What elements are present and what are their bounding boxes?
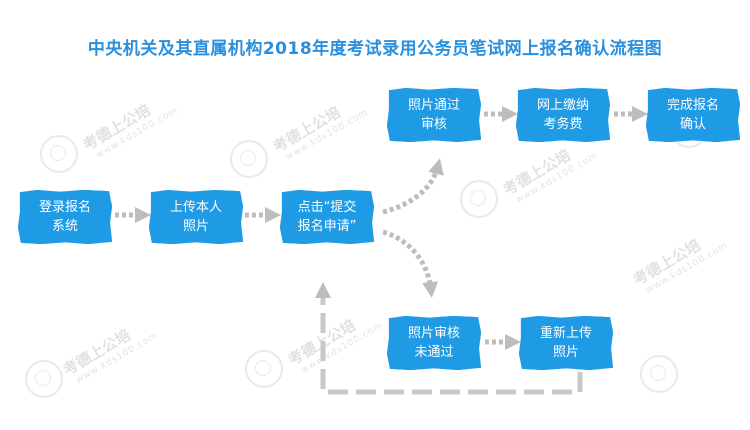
watermark-seal-icon: [25, 360, 63, 398]
node-login-label: 登录报名 系统: [38, 200, 91, 234]
watermark-seal-icon: [460, 180, 498, 218]
node-pay: 网上缴纳 考务费: [516, 88, 610, 142]
node-complete-label: 完成报名 确认: [666, 98, 719, 132]
node-upload-label: 上传本人 照片: [169, 200, 222, 234]
arrow-reupload-loop-back: [314, 281, 583, 395]
node-complete: 完成报名 确认: [646, 88, 740, 142]
watermark-seal-icon: [245, 350, 283, 388]
node-upload: 上传本人 照片: [149, 190, 243, 244]
node-submit-label: 点击“提交 报名申请”: [297, 200, 357, 234]
node-pay-label: 网上缴纳 考务费: [536, 98, 589, 132]
node-approved-label: 照片通过 审核: [407, 98, 460, 132]
node-rejected-label: 照片审核 未通过: [407, 326, 460, 360]
node-reupload: 重新上传 照片: [519, 316, 613, 370]
node-approved: 照片通过 审核: [387, 88, 481, 142]
watermark-seal-icon: [640, 355, 678, 393]
node-rejected: 照片审核 未通过: [387, 316, 481, 370]
arrow-submit-to-approved: [382, 158, 444, 215]
arrow-submit-to-rejected: [382, 229, 439, 298]
watermark-seal-icon: [40, 135, 78, 173]
diagram-title: 中央机关及其直属机构2018年度考试录用公务员笔试网上报名确认流程图: [87, 39, 663, 59]
watermark-seal-icon: [230, 140, 268, 178]
node-login: 登录报名 系统: [18, 190, 112, 244]
node-reupload-label: 重新上传 照片: [539, 326, 592, 360]
node-submit: 点击“提交 报名申请”: [280, 190, 374, 244]
